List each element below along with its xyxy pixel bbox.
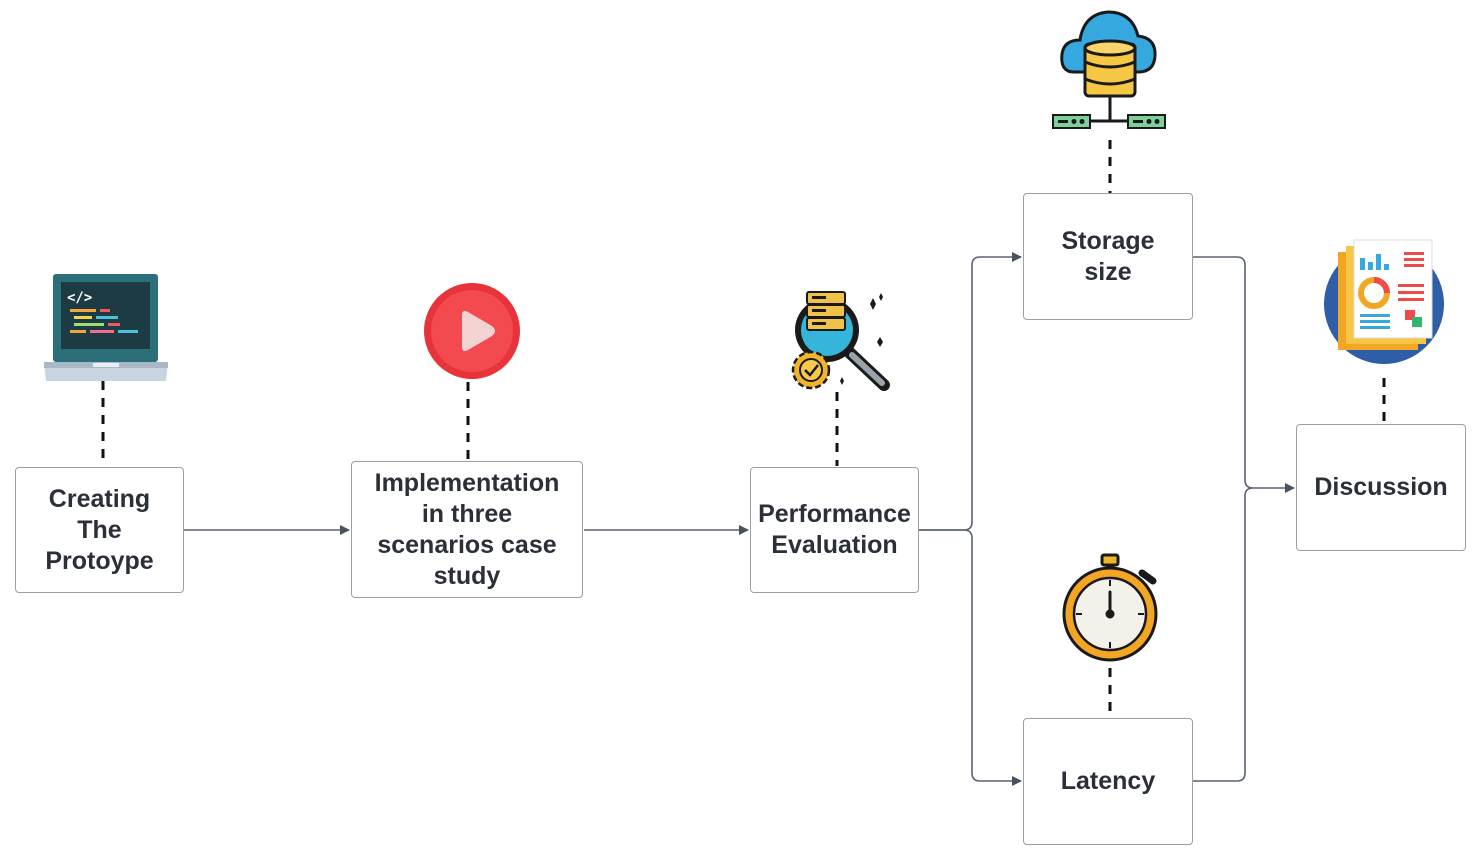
arrow-performance-to-latency: [919, 529, 1022, 786]
performance-evaluation-box: Performance Evaluation: [750, 467, 919, 593]
cloud-database-icon: [1052, 10, 1166, 129]
play-button-icon: [424, 283, 520, 379]
arrow-latency-to-discussion: [1193, 487, 1254, 782]
server-search-gear-icon: [791, 291, 890, 391]
implementation-box: Implementation in three scenarios case s…: [351, 461, 583, 598]
discussion-box: Discussion: [1296, 424, 1466, 551]
creating-prototype-box: Creating The Protoype: [15, 467, 184, 593]
storage-size-label: Storage size: [1061, 226, 1155, 286]
latency-box: Latency: [1023, 718, 1193, 845]
storage-size-box: Storage size: [1023, 193, 1193, 320]
arrow-storage-to-discussion: [1193, 256, 1295, 493]
creating-prototype-label: Creating The Protoype: [45, 484, 154, 575]
icon-connectors: [101, 140, 1386, 718]
latency-label: Latency: [1060, 767, 1156, 795]
implementation-label: Implementation in three scenarios case s…: [374, 468, 560, 590]
arrow-performance-to-storage: [919, 252, 1022, 531]
svg-text:</>: </>: [67, 290, 92, 306]
discussion-label: Discussion: [1314, 473, 1448, 501]
report-document-icon: [1324, 239, 1444, 364]
performance-evaluation-label: Performance Evaluation: [758, 500, 911, 559]
flow-connectors: [184, 252, 1295, 786]
laptop-code-icon: </>: [44, 274, 168, 381]
stopwatch-icon: [1062, 553, 1158, 662]
